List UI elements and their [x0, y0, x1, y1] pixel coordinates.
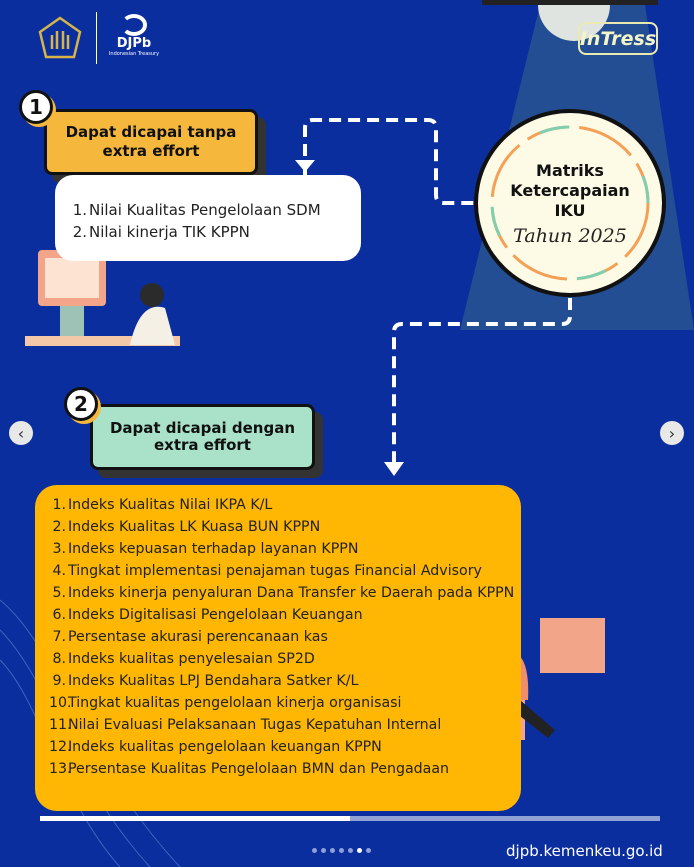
- item-number: 7.: [52, 629, 66, 645]
- item-number: 11.: [49, 717, 72, 733]
- item-text: Indeks Kualitas LK Kuasa BUN KPPN: [68, 519, 321, 535]
- list-item: 9.Indeks Kualitas LPJ Bendahara Satker K…: [49, 670, 521, 692]
- item-number: 1.: [52, 497, 66, 513]
- list-item: 7.Persentase akurasi perencanaan kas: [49, 626, 521, 648]
- prev-slide-button[interactable]: ‹: [9, 421, 33, 445]
- kemenkeu-logo: [38, 16, 82, 59]
- list-item: 13.Persentase Kualitas Pengelolaan BMN d…: [49, 758, 521, 780]
- item-number: 2.: [52, 519, 66, 535]
- list-item: 3.Indeks kepuasan terhadap layanan KPPN: [49, 538, 521, 560]
- carousel-dot[interactable]: [312, 848, 317, 853]
- section1-badge: 1: [19, 90, 53, 124]
- carousel-dot[interactable]: [357, 848, 362, 853]
- chevron-right-icon: ›: [668, 423, 676, 443]
- list-item: 12.Indeks kualitas pengelolaan keuangan …: [49, 736, 521, 758]
- list-item: 6.Indeks Digitalisasi Pengelolaan Keuang…: [49, 604, 521, 626]
- next-slide-button[interactable]: ›: [660, 421, 684, 445]
- item-text: Indeks Kualitas LPJ Bendahara Satker K/L: [68, 673, 359, 689]
- list-item: 1.Indeks Kualitas Nilai IKPA K/L: [49, 494, 521, 516]
- item-number: 3.: [52, 541, 66, 557]
- item-text: Indeks Digitalisasi Pengelolaan Keuangan: [68, 607, 363, 623]
- item-text: Indeks kualitas penyelesaian SP2D: [68, 651, 315, 667]
- footer-url: djpb.kemenkeu.go.id: [506, 842, 663, 860]
- carousel-dot[interactable]: [339, 848, 344, 853]
- list-item: 1.Nilai Kualitas Pengelolaan SDM: [72, 201, 321, 219]
- chevron-left-icon: ‹: [17, 423, 25, 443]
- item-text: Nilai Evaluasi Pelaksanaan Tugas Kepatuh…: [68, 717, 442, 733]
- list-item: 5.Indeks kinerja penyaluran Dana Transfe…: [49, 582, 521, 604]
- item-text: Tingkat kualitas pengelolaan kinerja org…: [68, 695, 402, 711]
- item-number: 4.: [52, 563, 66, 579]
- item-text: Indeks Kualitas Nilai IKPA K/L: [68, 497, 273, 513]
- section2-badge: 2: [64, 387, 98, 421]
- list-item: 11.Nilai Evaluasi Pelaksanaan Tugas Kepa…: [49, 714, 521, 736]
- item-number: 6.: [52, 607, 66, 623]
- item-number: 9.: [52, 673, 66, 689]
- list-item: 2.Indeks Kualitas LK Kuasa BUN KPPN: [49, 516, 521, 538]
- item-number: 13.: [49, 761, 72, 777]
- carousel-dot[interactable]: [321, 848, 326, 853]
- list-item: 4.Tingkat implementasi penajaman tugas F…: [49, 560, 521, 582]
- dashed-ring-decoration: [490, 125, 650, 281]
- section1-list: 1.Nilai Kualitas Pengelolaan SDM 2.Nilai…: [55, 175, 361, 261]
- list-item: 2.Nilai kinerja TIK KPPN: [72, 223, 250, 241]
- item-number: 8.: [52, 651, 66, 667]
- djpb-logo: DJPb Indonesian Treasury: [108, 14, 160, 57]
- carousel-dot[interactable]: [366, 848, 371, 853]
- item-text: Tingkat implementasi penajaman tugas Fin…: [68, 563, 482, 579]
- worker-illustration: [25, 250, 180, 346]
- carousel-dots: [312, 848, 371, 853]
- item-number: 5.: [52, 585, 66, 601]
- item-text: Persentase Kualitas Pengelolaan BMN dan …: [68, 761, 450, 777]
- carousel-dot[interactable]: [348, 848, 353, 853]
- list-item: 8.Indeks kualitas penyelesaian SP2D: [49, 648, 521, 670]
- item-number: 12.: [49, 739, 72, 755]
- matriks-iku-circle: Matriks Ketercapaian IKU Tahun 2025: [474, 109, 666, 297]
- item-text: Persentase akurasi perencanaan kas: [68, 629, 328, 645]
- intress-logo: InTress: [578, 22, 658, 55]
- item-text: Indeks kinerja penyaluran Dana Transfer …: [68, 585, 515, 601]
- list-item: 10.Tingkat kualitas pengelolaan kinerja …: [49, 692, 521, 714]
- item-number: 10.: [49, 695, 72, 711]
- carousel-dot[interactable]: [330, 848, 335, 853]
- item-text: Indeks kepuasan terhadap layanan KPPN: [68, 541, 359, 557]
- item-text: Indeks kualitas pengelolaan keuangan KPP…: [68, 739, 382, 755]
